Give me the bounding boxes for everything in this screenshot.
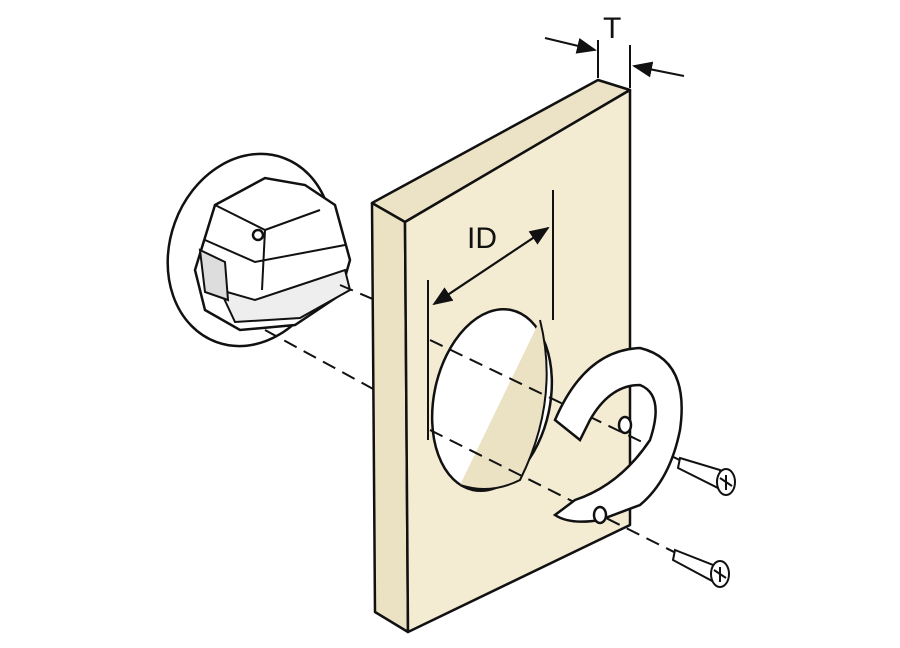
screw (676, 456, 736, 496)
id-dimension (427, 190, 554, 440)
thickness-dimension (544, 37, 685, 88)
retaining-ring (552, 346, 683, 525)
mounting-panel (370, 78, 632, 634)
hinge-cup (166, 152, 352, 348)
alignment-lines (264, 284, 376, 391)
screw (671, 548, 730, 588)
thickness-label: T (603, 12, 621, 45)
screw-axis-lines (429, 339, 691, 561)
id-label: ID (467, 222, 497, 255)
